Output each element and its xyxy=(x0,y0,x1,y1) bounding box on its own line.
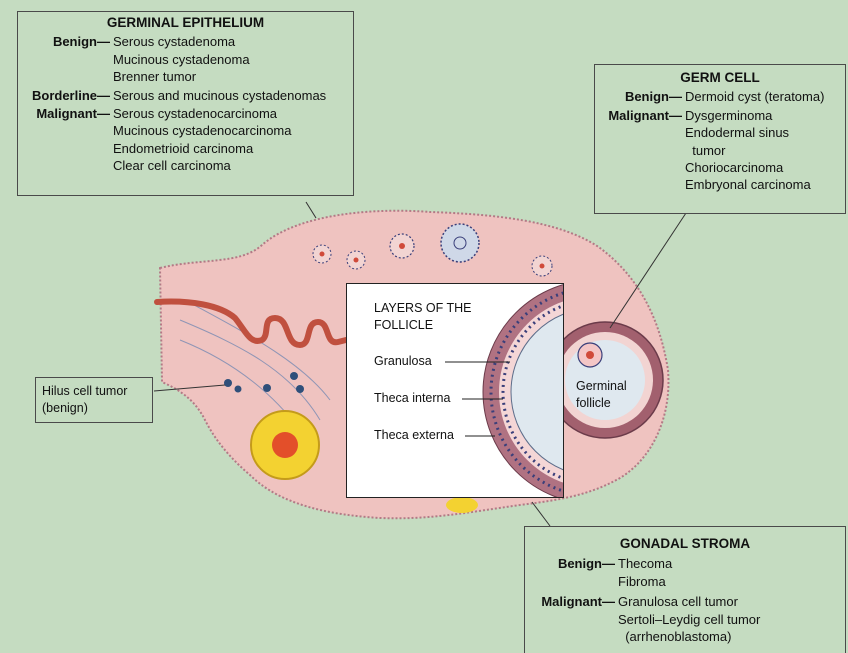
borderline-label: Borderline— xyxy=(18,87,110,104)
benign-label: Benign— xyxy=(525,555,615,590)
theca-externa-label: Theca externa xyxy=(374,428,454,442)
list-item: Dysgerminoma xyxy=(685,107,811,124)
list-item: Sertoli–Leydig cell tumor xyxy=(618,611,760,628)
list-item: Mucinous cystadenocarcinoma xyxy=(113,122,291,139)
inset-title-line1: LAYERS OF THE xyxy=(374,301,471,315)
list-item: Serous cystadenocarcinoma xyxy=(113,105,291,122)
list-item: (arrhenoblastoma) xyxy=(618,628,760,645)
list-item: Dermoid cyst (teratoma) xyxy=(685,88,824,105)
list-item: Choriocarcinoma xyxy=(685,159,811,176)
list-item: Fibroma xyxy=(618,573,672,590)
list-item: Endodermal sinus xyxy=(685,124,811,141)
hilus-label-line1: Hilus cell tumor xyxy=(42,383,152,400)
follicle-layers-inset: LAYERS OF THE FOLLICLE Granulosa Theca i… xyxy=(346,283,564,498)
granulosa-label: Granulosa xyxy=(374,354,432,368)
list-item: Mucinous cystadenoma xyxy=(113,51,250,68)
germinal-follicle-line2: follicle xyxy=(576,395,627,412)
germinal-follicle-line1: Germinal xyxy=(576,378,627,395)
list-item: Clear cell carcinoma xyxy=(113,157,291,174)
list-item: Serous and mucinous cystadenomas xyxy=(113,87,326,104)
hilus-label-line2: (benign) xyxy=(42,400,152,417)
gonadal-stroma-title: GONADAL STROMA xyxy=(525,527,845,552)
hilus-cell-tumor-box: Hilus cell tumor (benign) xyxy=(35,377,153,423)
list-item: Granulosa cell tumor xyxy=(618,593,760,610)
gonadal-stroma-box: GONADAL STROMA Benign— Thecoma Fibroma M… xyxy=(524,526,846,653)
list-item: Serous cystadenoma xyxy=(113,33,250,50)
list-item: tumor xyxy=(685,142,811,159)
germ-cell-box: GERM CELL Benign— Dermoid cyst (teratoma… xyxy=(594,64,846,214)
benign-label: Benign— xyxy=(18,33,110,85)
list-item: Endometrioid carcinoma xyxy=(113,140,291,157)
malignant-label: Malignant— xyxy=(595,107,682,194)
germinal-epithelium-title: GERMINAL EPITHELIUM xyxy=(18,12,353,31)
list-item: Embryonal carcinoma xyxy=(685,176,811,193)
germ-cell-title: GERM CELL xyxy=(595,65,845,86)
malignant-label: Malignant— xyxy=(525,593,615,645)
germinal-epithelium-box: GERMINAL EPITHELIUM Benign— Serous cysta… xyxy=(17,11,354,196)
theca-interna-label: Theca interna xyxy=(374,391,450,405)
germinal-follicle-label: Germinal follicle xyxy=(576,378,627,412)
list-item: Thecoma xyxy=(618,555,672,572)
malignant-label: Malignant— xyxy=(18,105,110,175)
list-item: Brenner tumor xyxy=(113,68,250,85)
inset-title-line2: FOLLICLE xyxy=(374,318,433,332)
benign-label: Benign— xyxy=(595,88,682,105)
